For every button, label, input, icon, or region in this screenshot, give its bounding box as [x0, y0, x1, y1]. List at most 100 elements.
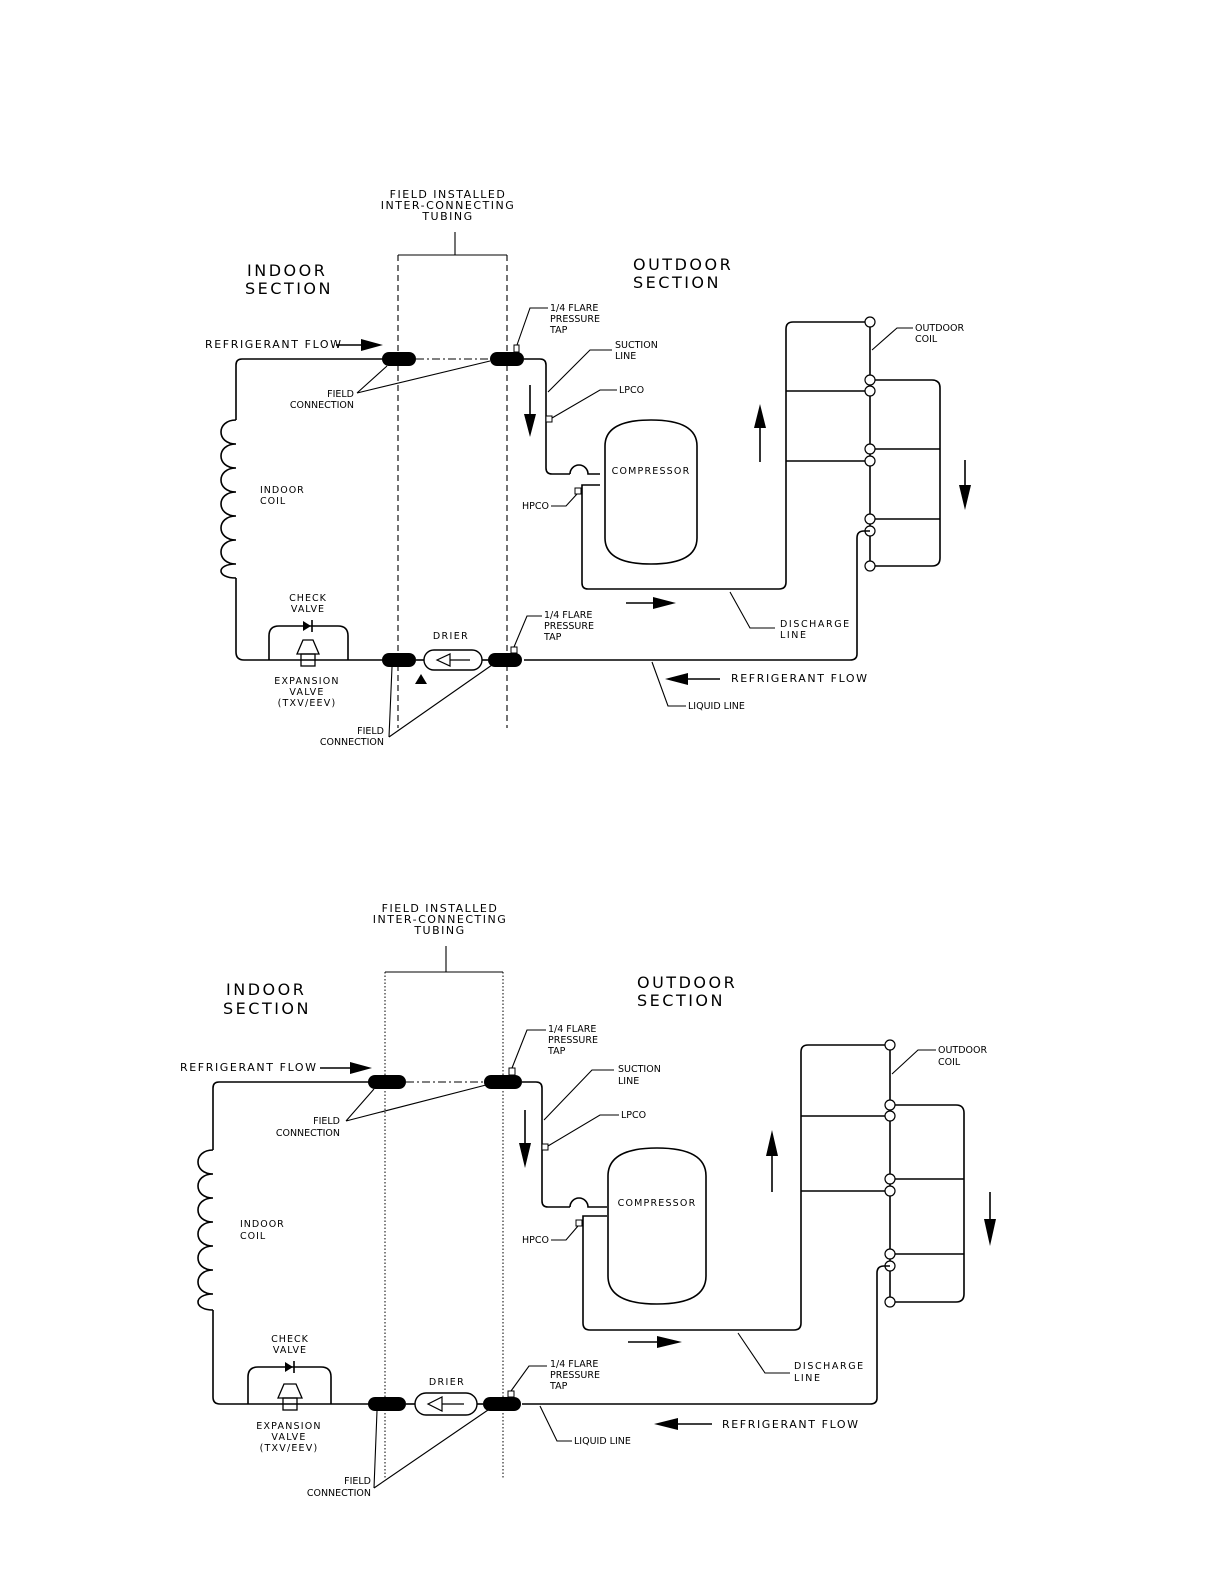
field-connection-top-left	[368, 1075, 406, 1089]
liquid-line-label: LIQUID LINE	[688, 701, 745, 712]
check-valve-icon	[303, 621, 311, 631]
discharge-line-line-1: DISCHARGE	[780, 619, 851, 630]
field-connection-bottom-right	[488, 653, 522, 667]
suction-crossover	[569, 464, 600, 475]
check-valve-bypass	[268, 625, 349, 660]
field-connection-top-leader	[356, 360, 491, 394]
field-connection-top-line-2: CONNECTION	[290, 400, 354, 411]
field-connection-bottom-leader	[388, 664, 493, 738]
down-flow-arrow-icon	[984, 1219, 996, 1246]
outdoor-coil-line-1: OUTDOOR	[915, 323, 965, 334]
hpco-leader	[551, 493, 578, 507]
discharge-line-pipe	[581, 321, 870, 590]
flare-tap-top-leader	[511, 1029, 546, 1069]
compressor-label: COMPRESSOR	[612, 466, 691, 477]
lpco-leader	[551, 389, 617, 419]
refrigerant-flow-top-label: REFRIGERANT FLOW	[180, 1061, 318, 1074]
hpco-switch-icon	[574, 487, 582, 495]
outdoor-coil-line-2: COIL	[938, 1057, 961, 1068]
discharge-line-line-2: LINE	[794, 1373, 822, 1384]
expansion-valve-line-1: EXPANSION	[256, 1421, 321, 1432]
outdoor-coil-line-1: OUTDOOR	[938, 1045, 988, 1056]
flare-tap-top-icon	[513, 344, 520, 353]
discharge-line-leader	[737, 1332, 790, 1374]
field-connection-top-line-1: FIELD	[313, 1116, 340, 1127]
field-tubing-bracket	[398, 232, 507, 256]
compressor-icon	[604, 419, 698, 565]
hpco-switch-icon	[575, 1219, 583, 1227]
suction-line-line-1: SUCTION	[615, 340, 658, 351]
flare-tap-top-leader	[516, 307, 548, 346]
expansion-valve-icon	[296, 639, 320, 667]
liquid-pipe-indoor	[235, 578, 384, 661]
liquid-pipe-indoor	[212, 1310, 370, 1405]
suction-pipe-indoor	[235, 358, 384, 420]
flare-tap-bottom-line-3: TAP	[543, 632, 562, 643]
field-connection-top-line-2: CONNECTION	[276, 1128, 340, 1139]
check-valve-line-2: VALVE	[273, 1345, 307, 1356]
flare-tap-top-line-1: 1/4 FLARE	[548, 1024, 596, 1035]
outdoor-coil-icon	[801, 1039, 965, 1308]
field-connection-bottom-right	[483, 1397, 521, 1411]
up-flow-arrow-icon	[766, 1130, 778, 1156]
diagram-2: FIELD INSTALLED INTER-CONNECTING TUBING …	[180, 902, 996, 1499]
field-connection-bottom-left	[382, 653, 416, 667]
flare-tap-top-line-2: PRESSURE	[550, 314, 600, 325]
liquid-line-leader	[539, 1405, 572, 1442]
hpco-label: HPCO	[522, 501, 549, 512]
flare-tap-top-line-1: 1/4 FLARE	[550, 303, 598, 314]
compressor-icon	[607, 1147, 707, 1305]
lpco-switch-icon	[541, 1143, 549, 1151]
indoor-section-line-2: SECTION	[245, 279, 333, 298]
outdoor-section-line-2: SECTION	[637, 991, 725, 1010]
field-connection-top-right	[490, 352, 524, 366]
refrigerant-flow-bottom-label: REFRIGERANT FLOW	[731, 672, 869, 685]
expansion-valve-line-2: VALVE	[289, 687, 324, 698]
field-connection-top-line-1: FIELD	[327, 389, 354, 400]
outdoor-section-line-1: OUTDOOR	[633, 255, 733, 274]
discharge-line-leader	[729, 591, 775, 629]
compressor-label: COMPRESSOR	[618, 1198, 697, 1209]
flow-arrow-bottom-icon	[654, 1418, 678, 1430]
liquid-line-label: LIQUID LINE	[574, 1436, 631, 1447]
discharge-line-line-1: DISCHARGE	[794, 1361, 865, 1372]
flare-tap-bottom-line-2: PRESSURE	[544, 621, 594, 632]
flare-tap-bottom-leader	[510, 1365, 547, 1392]
indoor-coil-icon	[220, 419, 237, 579]
field-connection-bottom-line-2: CONNECTION	[307, 1488, 371, 1499]
refrigerant-flow-top-label: REFRIGERANT FLOW	[205, 338, 343, 351]
lpco-label: LPCO	[621, 1110, 646, 1121]
expansion-valve-line-3: (TXV/EEV)	[278, 698, 337, 709]
expansion-valve-line-1: EXPANSION	[274, 676, 339, 687]
discharge-line-line-2: LINE	[780, 630, 808, 641]
field-installed-line-2: INTER-CONNECTING	[381, 199, 515, 212]
liquid-line-pipe	[522, 1265, 890, 1405]
flare-tap-top-icon	[508, 1067, 516, 1076]
outdoor-coil-leader	[891, 1049, 936, 1075]
indoor-coil-line-1: INDOOR	[240, 1219, 285, 1230]
check-valve-line-1: CHECK	[289, 593, 327, 604]
flare-tap-bottom-line-3: TAP	[549, 1381, 568, 1392]
flare-tap-bottom-icon	[507, 1390, 515, 1398]
flare-tap-bottom-line-1: 1/4 FLARE	[544, 610, 592, 621]
suction-line-line-2: LINE	[615, 351, 636, 362]
check-valve-line-1: CHECK	[271, 1334, 309, 1345]
liquid-line-leader	[651, 661, 686, 707]
indoor-coil-line-1: INDOOR	[260, 485, 305, 496]
lpco-label: LPCO	[619, 385, 644, 396]
suction-crossover	[569, 1197, 607, 1208]
flare-tap-bottom-leader	[513, 615, 542, 648]
expansion-valve-icon	[277, 1383, 303, 1411]
indoor-coil-line-2: COIL	[260, 496, 286, 507]
drier-label: DRIER	[433, 631, 469, 642]
down-flow-arrow-icon	[959, 485, 971, 510]
check-valve-icon	[285, 1362, 293, 1372]
field-connection-bottom-line-1: FIELD	[344, 1476, 371, 1487]
hpco-leader	[551, 1225, 579, 1241]
flare-tap-top-line-2: PRESSURE	[548, 1035, 598, 1046]
outdoor-section-line-1: OUTDOOR	[637, 973, 737, 992]
indoor-coil-line-2: COIL	[240, 1231, 266, 1242]
field-connection-top-left	[382, 352, 416, 366]
indoor-section-line-2: SECTION	[223, 999, 311, 1018]
field-connection-bottom-leader	[373, 1409, 489, 1489]
